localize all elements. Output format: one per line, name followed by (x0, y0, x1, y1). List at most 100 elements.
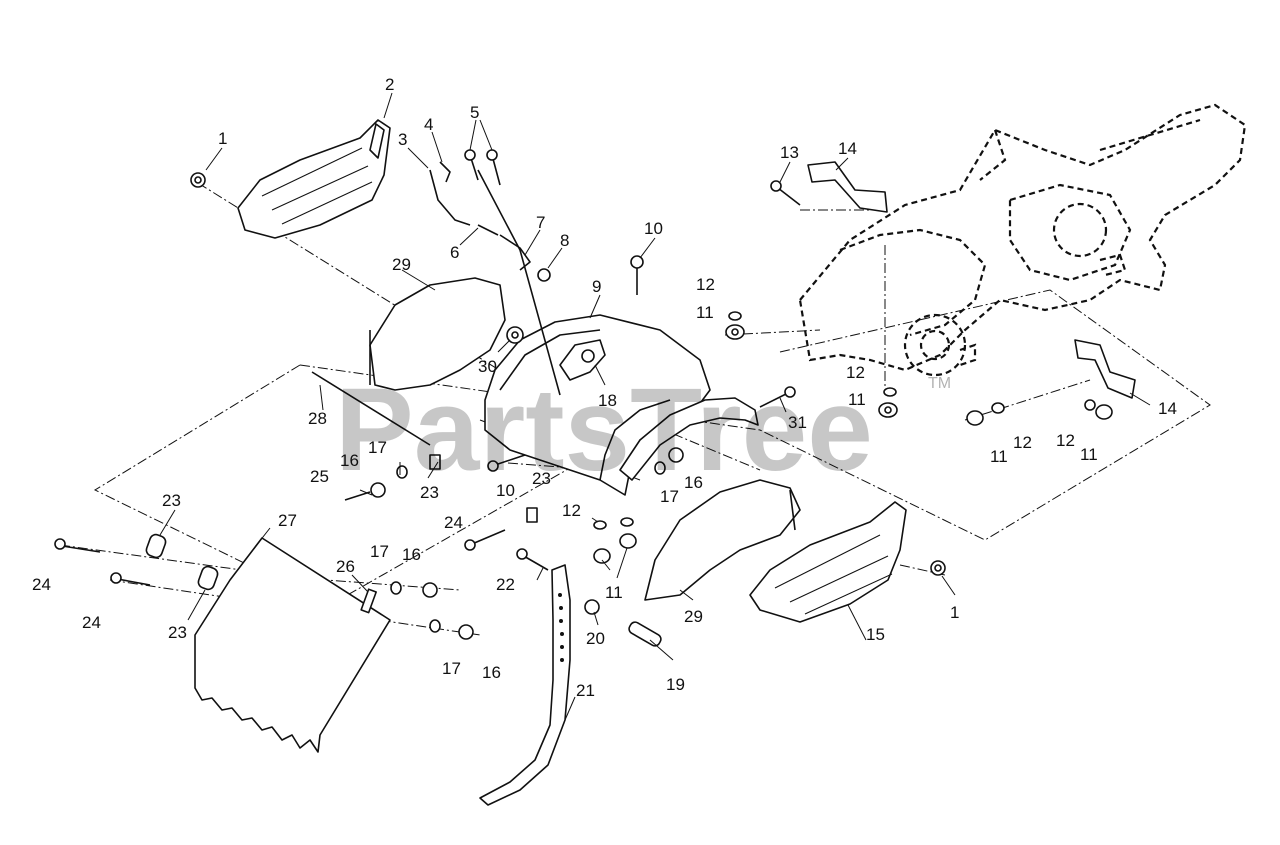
callout-18: 18 (598, 391, 617, 410)
callout-11-d: 11 (1080, 445, 1098, 464)
nut-part-16-c (422, 582, 438, 598)
washer-part-17-c (390, 581, 402, 595)
pin-part-19 (628, 621, 662, 647)
clip-part-23-c (429, 454, 441, 470)
callout-11-c: 11 (990, 447, 1008, 466)
callout-4: 4 (424, 115, 433, 134)
callout-12-c: 12 (1013, 433, 1032, 452)
callout-9: 9 (592, 277, 601, 296)
callout-13: 13 (780, 143, 799, 162)
callout-5: 5 (470, 103, 479, 122)
callout-23-a: 23 (162, 491, 181, 510)
callout-16-b: 16 (684, 473, 703, 492)
washer-part-12-a (728, 311, 742, 321)
callout-7: 7 (536, 213, 545, 232)
latch-bracket-part-18 (559, 339, 606, 381)
nut-part-11-d (1095, 404, 1113, 420)
callout-27: 27 (278, 511, 297, 530)
washers-part-12-e (593, 517, 634, 530)
callout-26: 26 (336, 557, 355, 576)
callout-16-d: 16 (482, 663, 501, 682)
tiller-transmission-housing (798, 103, 1247, 377)
callout-29-right: 29 (684, 607, 703, 626)
callout-20: 20 (586, 629, 605, 648)
callout-16-a: 16 (340, 451, 359, 470)
watermark-text: PartsTree (335, 364, 873, 496)
right-side-shield-part-15 (749, 501, 907, 623)
right-flap-part-29 (644, 479, 801, 601)
callout-2: 2 (385, 75, 394, 94)
callout-17-d: 17 (442, 659, 461, 678)
callout-31: 31 (788, 413, 807, 432)
left-flap-part-29 (369, 277, 506, 391)
bracket-part-14-upper (807, 161, 888, 213)
callout-17-c: 17 (370, 542, 389, 561)
nut-part-16-b (668, 447, 684, 463)
callout-11-b: 11 (848, 390, 866, 409)
bracket-part-14-lower (1074, 339, 1136, 399)
nut-part-11-a (725, 324, 745, 340)
washer-part-17-d (429, 619, 441, 633)
callout-leaders (159, 92, 1151, 721)
callout-11-e: 11 (605, 583, 623, 602)
nut-part-11-c (966, 410, 984, 426)
callout-23-b: 23 (168, 623, 187, 642)
callout-12-e: 12 (562, 501, 581, 520)
nut-part-8 (537, 268, 551, 282)
callout-21: 21 (576, 681, 595, 700)
pin-part-26 (360, 588, 377, 614)
watermark-trademark: TM (928, 375, 951, 392)
callout-1-right: 1 (950, 603, 959, 622)
nut-part-30 (506, 326, 524, 344)
callout-6: 6 (450, 243, 459, 262)
callout-24-a: 24 (32, 575, 51, 594)
callout-15: 15 (866, 625, 885, 644)
callout-16-c: 16 (402, 545, 421, 564)
depth-bar-part-21 (479, 564, 571, 806)
callout-12-d: 12 (1056, 431, 1075, 450)
callout-12-a: 12 (696, 275, 715, 294)
callout-29-left: 29 (392, 255, 411, 274)
nuts-part-11-e (593, 533, 637, 564)
partstree-watermark: PartsTree TM (335, 364, 951, 496)
callout-19: 19 (666, 675, 685, 694)
clip-part-23-d (526, 507, 538, 523)
washer-part-17-b (654, 461, 666, 475)
callout-12-b: 12 (846, 363, 865, 382)
callout-23-c: 23 (420, 483, 439, 502)
callout-1-left: 1 (218, 129, 227, 148)
callout-14-upper: 14 (838, 139, 857, 158)
callout-25: 25 (310, 467, 329, 486)
callout-28: 28 (308, 409, 327, 428)
bolts (54, 149, 801, 586)
callout-3: 3 (398, 130, 407, 149)
drag-plate-part-27 (194, 537, 391, 753)
washer-part-12-c (991, 402, 1005, 414)
left-side-shield-part-2 (237, 119, 391, 239)
rod-part-28 (311, 371, 431, 446)
nut-part-1-right (930, 560, 946, 576)
callout-10-top: 10 (644, 219, 663, 238)
callout-14-lower: 14 (1158, 399, 1177, 418)
callout-8: 8 (560, 231, 569, 250)
callout-30: 30 (478, 357, 497, 376)
clip-part-23-a (145, 533, 167, 559)
callout-10-bottom: 10 (496, 481, 515, 500)
washer-part-12-b (883, 387, 897, 397)
nut-part-16-a (370, 482, 386, 498)
nut-part-20 (584, 599, 600, 615)
clip-part-23-b (197, 565, 219, 591)
callout-24-b: 24 (82, 613, 101, 632)
nut-part-1-left (190, 172, 206, 188)
callout-17-a: 17 (368, 438, 387, 457)
callout-22: 22 (496, 575, 515, 594)
nut-part-11-b (878, 402, 898, 418)
callout-labels: 1 2 3 4 5 6 7 8 9 10 10 11 12 12 11 12 1… (32, 75, 1177, 700)
callout-17-b: 17 (660, 487, 679, 506)
deflector-arc-part-31 (619, 397, 759, 481)
callout-23-d: 23 (532, 469, 551, 488)
nut-part-16-d (458, 624, 474, 640)
hardware (54, 149, 1113, 640)
callout-11-a: 11 (696, 303, 714, 322)
